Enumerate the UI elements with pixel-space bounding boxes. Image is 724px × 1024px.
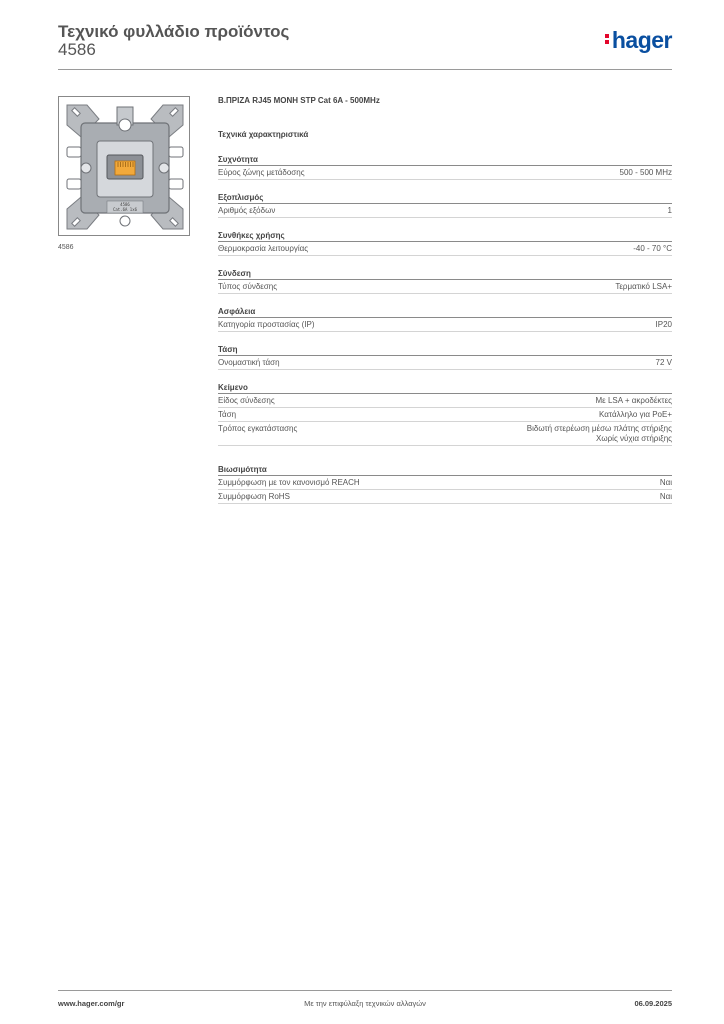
- spec-label: Συμμόρφωση με τον κανονισμό REACH: [218, 478, 360, 487]
- spec-value: Τερματικό LSA+: [615, 282, 672, 292]
- spec-label: Τύπος σύνδεσης: [218, 282, 278, 291]
- spec-value-line: 1: [667, 206, 672, 215]
- spec-row: Τύπος σύνδεσης Τερματικό LSA+: [218, 280, 672, 294]
- spec-label: Κατηγορία προστασίας (IP): [218, 320, 315, 329]
- product-image: 4586 Cat.6A 1x6: [58, 96, 190, 236]
- document-title: Τεχνικό φυλλάδιο προϊόντος: [58, 22, 290, 41]
- spec-row: Εύρος ζώνης μετάδοσης 500 - 500 MHz: [218, 166, 672, 180]
- logo-dots-icon: [604, 32, 610, 46]
- image-caption: 4586: [58, 244, 74, 251]
- spec-label: Αριθμός εξόδων: [218, 206, 276, 215]
- spec-label: Τάση: [218, 410, 237, 419]
- spec-value: Ναι: [660, 492, 672, 502]
- spec-label: Τρόπος εγκατάστασης: [218, 424, 298, 433]
- spec-group-title: Συχνότητα: [218, 154, 672, 166]
- logo-text: hager: [611, 27, 673, 53]
- spec-row: Είδος σύνδεσης Με LSA + ακροδέκτες: [218, 394, 672, 408]
- footer-url[interactable]: www.hager.com/gr: [58, 999, 125, 1008]
- spec-label: Είδος σύνδεσης: [218, 396, 275, 405]
- spec-value-line: Με LSA + ακροδέκτες: [595, 396, 672, 405]
- spec-group-title: Εξοπλισμός: [218, 192, 672, 204]
- spec-value: 72 V: [656, 358, 672, 368]
- rj45-socket-icon: 4586 Cat.6A 1x6: [59, 97, 189, 235]
- spec-group-title: Σύνδεση: [218, 268, 672, 280]
- page-header: Τεχνικό φυλλάδιο προϊόντος 4586 hager: [58, 20, 673, 70]
- spec-label: Θερμοκρασία λειτουργίας: [218, 244, 309, 253]
- spec-row: Τάση Κατάλληλο για PoE+: [218, 408, 672, 422]
- page-footer: www.hager.com/gr Με την επιφύλαξη τεχνικ…: [58, 990, 672, 1012]
- spec-row: Συμμόρφωση με τον κανονισμό REACH Ναι: [218, 476, 672, 490]
- spec-value: 1: [668, 206, 672, 216]
- spec-group-title: Συνθήκες χρήσης: [218, 230, 672, 242]
- spec-value-line: 72 V: [655, 358, 672, 367]
- footer-date: 06.09.2025: [634, 999, 672, 1008]
- spec-label: Εύρος ζώνης μετάδοσης: [218, 168, 305, 177]
- spec-value: IP20: [656, 320, 672, 330]
- spec-row: Τρόπος εγκατάστασης Βιδωτή στερέωση μέσω …: [218, 422, 672, 446]
- hager-logo: hager: [604, 27, 673, 54]
- device-label-top: 4586: [120, 202, 130, 207]
- spec-value-line: IP20: [655, 320, 672, 329]
- spec-group-title: Βιωσιμότητα: [218, 464, 672, 476]
- footer-note: Με την επιφύλαξη τεχνικών αλλαγών: [304, 999, 426, 1008]
- spec-value-line: -40 - 70 °C: [633, 244, 672, 253]
- spec-value: Με LSA + ακροδέκτες: [596, 396, 672, 406]
- spec-row: Συμμόρφωση RoHS Ναι: [218, 490, 672, 504]
- spec-content: Β.ΠΡΙΖΑ RJ45 ΜΟΝΗ STP Cat 6A - 500MHz Τε…: [218, 96, 672, 504]
- spec-label: Συμμόρφωση RoHS: [218, 492, 290, 501]
- spec-value: 500 - 500 MHz: [620, 168, 672, 178]
- spec-value-line: 500 - 500 MHz: [619, 168, 672, 177]
- spec-row: Θερμοκρασία λειτουργίας -40 - 70 °C: [218, 242, 672, 256]
- spec-value-line: Ναι: [659, 492, 672, 501]
- device-label-bottom: Cat.6A 1x6: [113, 207, 138, 212]
- spec-group-title: Κείμενο: [218, 382, 672, 394]
- spec-row: Ονομαστική τάση 72 V: [218, 356, 672, 370]
- product-code: 4586: [58, 40, 96, 59]
- features-heading: Τεχνικά χαρακτηριστικά: [218, 130, 309, 139]
- spec-value-line: Βιδωτή στερέωση μέσω πλάτης στήριξης: [526, 424, 672, 433]
- spec-value: Κατάλληλο για PoE+: [599, 410, 672, 420]
- spec-value: -40 - 70 °C: [633, 244, 672, 254]
- spec-value-line: Κατάλληλο για PoE+: [599, 410, 672, 419]
- spec-group-title: Τάση: [218, 344, 672, 356]
- product-name: Β.ΠΡΙΖΑ RJ45 ΜΟΝΗ STP Cat 6A - 500MHz: [218, 96, 380, 105]
- spec-value-line: Τερματικό LSA+: [615, 282, 672, 291]
- spec-label: Ονομαστική τάση: [218, 358, 280, 367]
- spec-row: Κατηγορία προστασίας (IP) IP20: [218, 318, 672, 332]
- spec-value-line: Ναι: [659, 478, 672, 487]
- spec-value-line: Χωρίς νύχια στήριξης: [596, 434, 672, 443]
- spec-row: Αριθμός εξόδων 1: [218, 204, 672, 218]
- spec-group-title: Ασφάλεια: [218, 306, 672, 318]
- spec-value: Ναι: [660, 478, 672, 488]
